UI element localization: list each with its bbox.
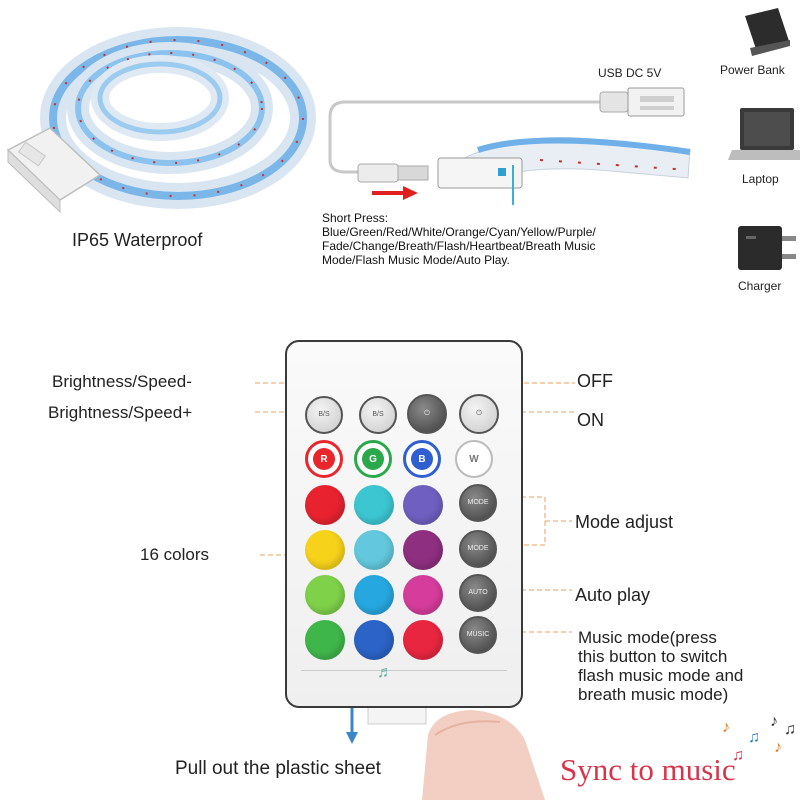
music-button[interactable]: MUSIC [459, 616, 497, 654]
strip-with-receiver [437, 137, 691, 205]
auto-play-label: Auto play [575, 585, 651, 605]
mode-adjust-label: Mode adjust [575, 512, 674, 532]
green-button[interactable]: G [354, 440, 392, 478]
strip-controller [6, 127, 102, 214]
mode-up-button[interactable]: MODE [459, 484, 497, 522]
svg-text:♫: ♫ [784, 721, 796, 738]
color-button[interactable] [305, 620, 345, 660]
color-button[interactable] [403, 575, 443, 615]
svg-text:♫: ♫ [732, 747, 744, 764]
brightness-up-button[interactable]: B/S [359, 396, 397, 434]
svg-text:♪: ♪ [770, 713, 778, 730]
music-mode-label: Music mode(press this button to switch f… [578, 628, 744, 704]
power-icon: ⏻ [424, 410, 430, 417]
short-press-line: Blue/Green/Red/White/Orange/Cyan/Yellow/… [322, 225, 596, 239]
device-label-charger: Charger [738, 279, 782, 293]
color-button[interactable] [354, 530, 394, 570]
device-label-laptop: Laptop [742, 172, 779, 186]
sixteen-colors-label: 16 colors [140, 545, 209, 564]
color-button[interactable] [354, 485, 394, 525]
short-press-text: Short Press: Blue/Green/Red/White/Orange… [322, 211, 596, 267]
svg-text:♫: ♫ [748, 729, 760, 746]
short-press-line: Fade/Change/Breath/Flash/Heartbeat/Breat… [322, 239, 596, 253]
sync-to-music-label: Sync to music [560, 752, 736, 787]
color-button[interactable] [403, 485, 443, 525]
short-press-title: Short Press: [322, 211, 389, 225]
insert-arrow [372, 186, 418, 200]
remote-divider [301, 670, 507, 671]
off-label: OFF [577, 371, 613, 391]
laptop-icon [728, 108, 800, 160]
blue-button[interactable]: B [403, 440, 441, 478]
svg-text:♪: ♪ [722, 719, 730, 736]
plastic-sheet [346, 705, 427, 744]
svg-text:♪: ♪ [774, 739, 782, 756]
color-button[interactable] [305, 530, 345, 570]
short-press-line: Mode/Flash Music Mode/Auto Play. [322, 253, 510, 267]
brightness-up-label: Brightness/Speed+ [48, 403, 193, 422]
power-icon: ⏻ [476, 410, 482, 417]
music-logo-icon: ♬ [377, 664, 393, 681]
color-button[interactable] [403, 530, 443, 570]
mode-down-button[interactable]: MODE [459, 530, 497, 568]
music-notes-decoration: ♪ ♫ ♪ ♫ ♪ ♫ [722, 713, 796, 764]
auto-button[interactable]: AUTO [459, 574, 497, 612]
pull-out-label: Pull out the plastic sheet [175, 758, 381, 779]
color-button[interactable] [354, 620, 394, 660]
power-on-button[interactable]: ⏻ [459, 394, 499, 434]
power-bank-icon [745, 8, 790, 56]
color-button[interactable] [305, 575, 345, 615]
red-button[interactable]: R [305, 440, 343, 478]
power-off-button[interactable]: ⏻ [407, 394, 447, 434]
remote-control: B/S B/S ⏻ ⏻ R G B W MODE MODE AUTO MUSIC… [285, 340, 523, 708]
brightness-down-label: Brightness/Speed- [52, 372, 192, 391]
color-button[interactable] [403, 620, 443, 660]
on-label: ON [577, 410, 604, 430]
brightness-down-button[interactable]: B/S [305, 396, 343, 434]
charger-icon [738, 226, 796, 270]
led-strip-coil [40, 27, 316, 209]
finger-image [422, 710, 545, 800]
usb-cable [328, 87, 685, 183]
device-label-power-bank: Power Bank [720, 63, 785, 77]
waterproof-label: IP65 Waterproof [72, 230, 203, 250]
color-button[interactable] [305, 485, 345, 525]
color-button[interactable] [354, 575, 394, 615]
white-button[interactable]: W [455, 440, 493, 478]
usb-label: USB DC 5V [598, 66, 662, 80]
